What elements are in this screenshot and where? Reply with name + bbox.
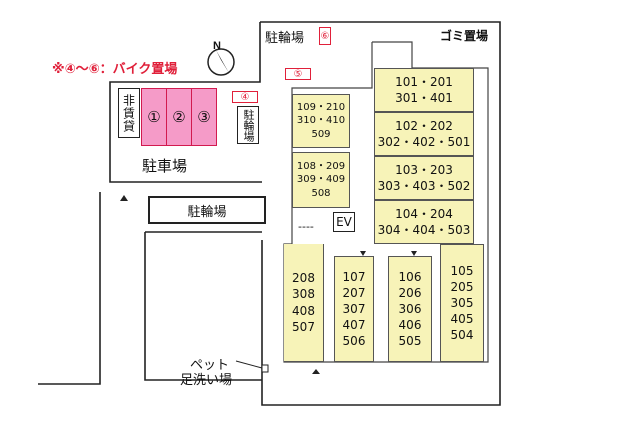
unit-104: 104・204 304・404・503	[374, 200, 474, 244]
stairs: ----	[298, 220, 314, 233]
parking-slot-2: ②	[166, 88, 192, 146]
door-marker	[360, 251, 366, 256]
door-marker	[312, 369, 320, 374]
parking-lot-label: 駐車場	[142, 157, 188, 175]
bike-tag-4: ④	[232, 91, 258, 103]
compass-icon: N	[204, 38, 238, 78]
unit-108: 108・209 309・409 508	[292, 152, 350, 208]
unit-106: 106 206 306 406 505	[388, 256, 432, 362]
pet-wash-label-line1: ペット	[190, 358, 230, 373]
pet-wash-label-line2: 足洗い場	[180, 373, 233, 388]
bike-tag-5: ⑤	[285, 68, 311, 80]
bike-tag-6: ⑥	[319, 27, 331, 45]
entrance-marker	[120, 195, 128, 201]
bicycle-parking-side: 駐輪場	[148, 196, 266, 224]
parking-slot-3: ③	[191, 88, 217, 146]
unit-103: 103・203 303・403・502	[374, 156, 474, 200]
unit-107: 107 207 307 407 506	[334, 256, 374, 362]
svg-text:N: N	[213, 40, 221, 52]
elevator: EV	[333, 212, 355, 232]
bike-parking-note: ※④～⑥：バイク置場	[52, 62, 178, 77]
parking-slot-1: ①	[141, 88, 167, 146]
door-marker	[411, 251, 417, 256]
garbage-area: ゴミ置場	[440, 29, 489, 43]
unit-105: 105 205 305 405 504	[440, 244, 484, 362]
unit-101: 101・201 301・401	[374, 68, 474, 112]
bicycle-parking-vertical: 駐輪場	[237, 106, 259, 144]
non-rental-space: 非賃貸	[118, 88, 140, 138]
unit-208: 208 308 408 507	[284, 244, 324, 362]
unit-102: 102・202 302・402・501	[374, 112, 474, 156]
unit-109: 109・210 310・410 509	[292, 94, 350, 148]
bicycle-parking-top: 駐輪場	[265, 31, 305, 46]
